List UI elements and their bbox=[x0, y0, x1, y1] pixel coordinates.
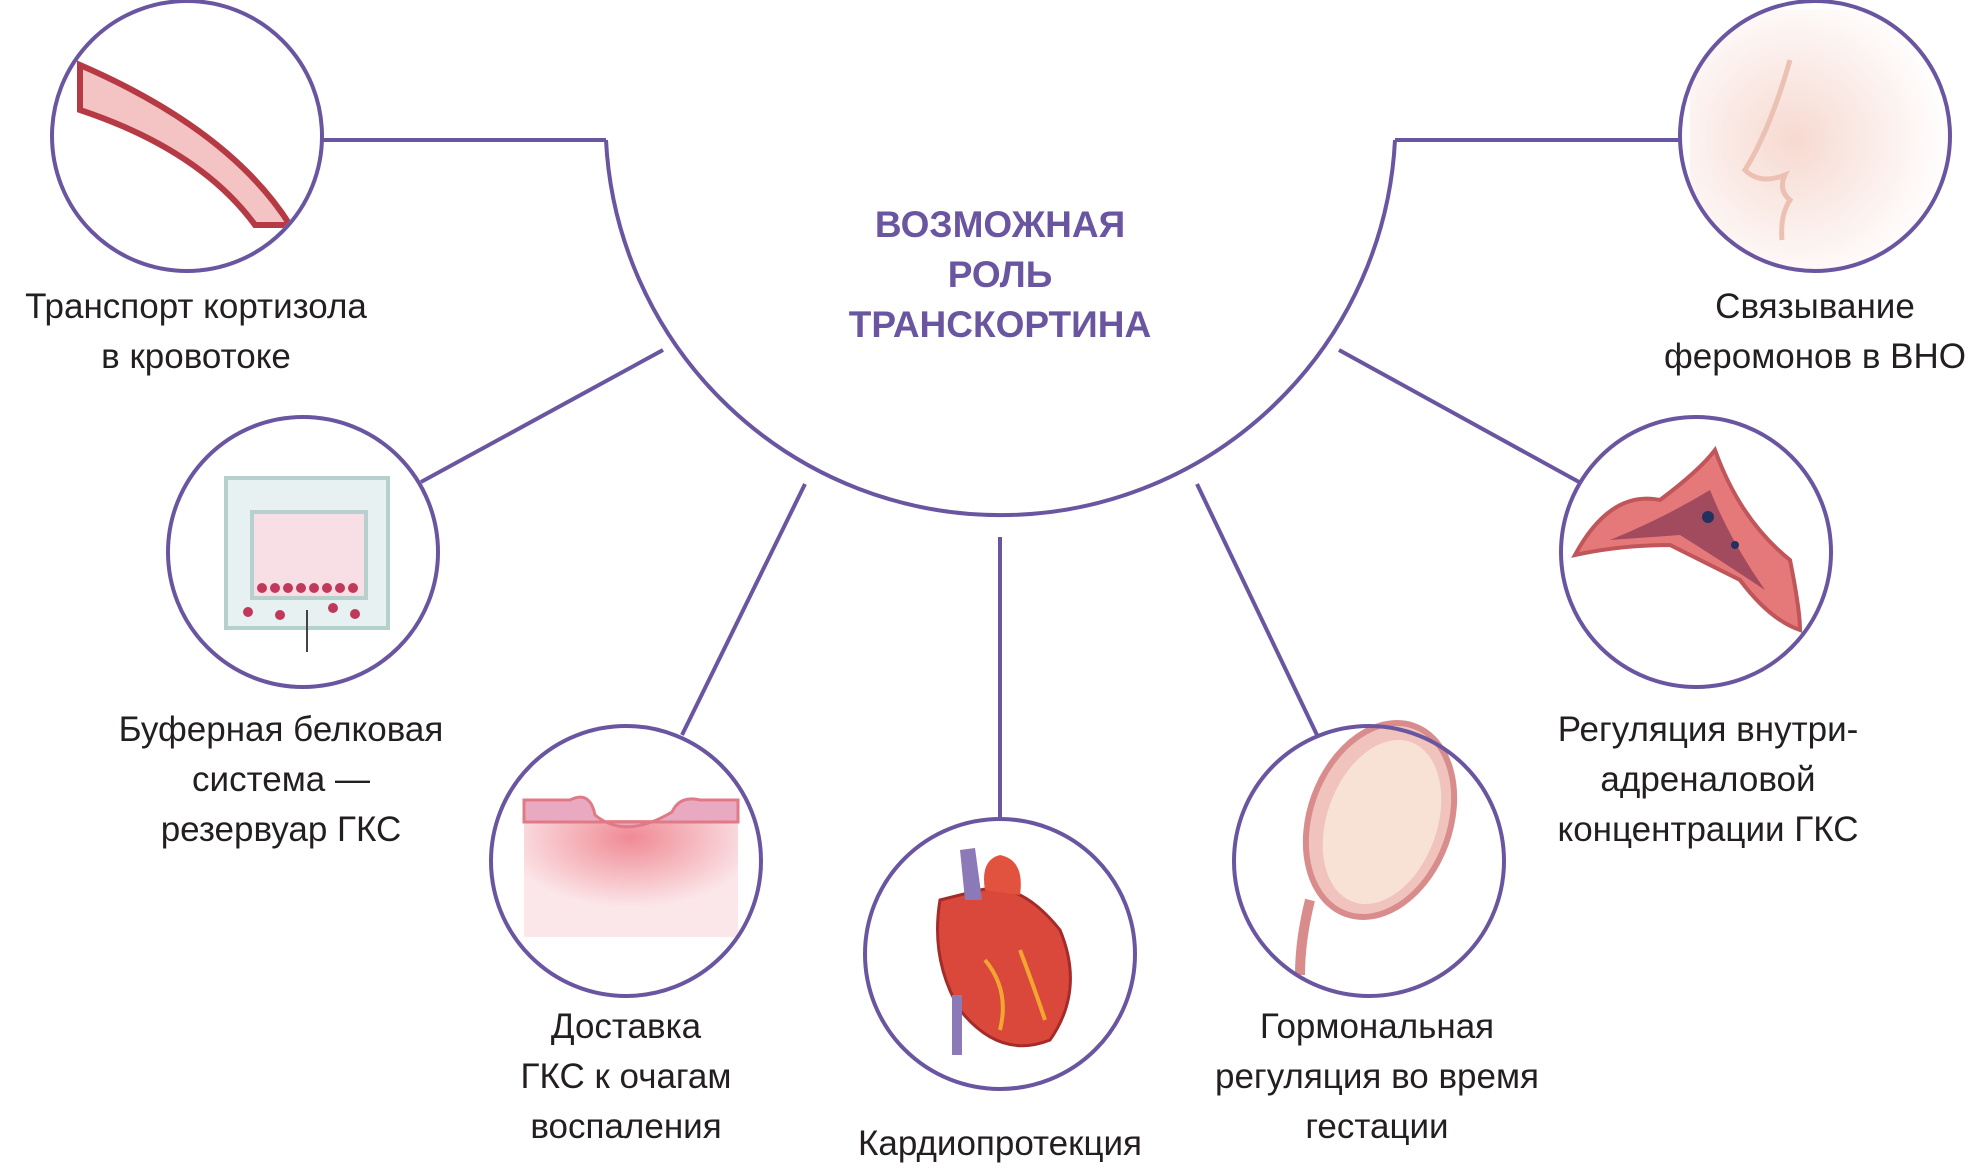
label-line: ГКС к очагам bbox=[520, 1057, 732, 1096]
connector-adrenal bbox=[1338, 348, 1580, 484]
label-adrenal: Регуляция внутри- адреналовой концентрац… bbox=[1557, 705, 1858, 855]
node-circle-inflammation bbox=[489, 724, 763, 998]
node-circle-heart bbox=[863, 817, 1137, 1091]
label-line: гестации bbox=[1305, 1107, 1449, 1146]
connector-fetus bbox=[1195, 483, 1319, 736]
node-circle-fetus bbox=[1232, 724, 1506, 998]
central-title: ВОЗМОЖНАЯ РОЛЬ ТРАНСКОРТИНА bbox=[849, 200, 1151, 350]
node-circle-transwell bbox=[166, 415, 440, 689]
label-line: Гормональная bbox=[1259, 1007, 1495, 1046]
label-blood-vessel: Транспорт кортизола в кровотоке bbox=[25, 282, 367, 382]
label-line: Транспорт кортизола bbox=[25, 287, 367, 326]
nose-icon bbox=[1690, 10, 1948, 269]
label-line: Связывание bbox=[1715, 287, 1915, 326]
node-circle-nose bbox=[1678, 0, 1952, 273]
adrenal-gland-icon bbox=[1571, 445, 1803, 633]
transwell-icon bbox=[224, 476, 390, 652]
node-circle-blood-vessel bbox=[50, 0, 324, 273]
label-line: феромонов в ВНО bbox=[1664, 337, 1966, 376]
label-line: резервуар ГКС bbox=[160, 810, 402, 849]
label-heart: Кардиопротекция bbox=[858, 1119, 1142, 1169]
label-line: воспаления bbox=[530, 1107, 722, 1146]
inflamed-tissue-icon bbox=[522, 795, 740, 937]
label-line: концентрации ГКС bbox=[1557, 810, 1859, 849]
connector-transwell bbox=[420, 348, 664, 484]
label-line: в кровотоке bbox=[101, 337, 291, 376]
blood-vessel-icon bbox=[77, 60, 296, 228]
title-line: ВОЗМОЖНАЯ bbox=[874, 204, 1126, 245]
label-line: система — bbox=[192, 760, 370, 799]
label-nose: Связывание феромонов в ВНО bbox=[1664, 282, 1966, 382]
label-line: адреналовой bbox=[1600, 760, 1816, 799]
label-line: Буферная белковая bbox=[118, 710, 444, 749]
label-inflammation: Доставка ГКС к очагам воспаления bbox=[521, 1002, 732, 1152]
central-semicircle bbox=[604, 139, 1397, 518]
heart-icon bbox=[936, 848, 1072, 1055]
label-line: регуляция во время bbox=[1214, 1057, 1540, 1096]
connector-inflammation bbox=[680, 483, 807, 736]
label-line: Кардиопротекция bbox=[857, 1124, 1143, 1163]
label-line: Регуляция внутри- bbox=[1557, 710, 1859, 749]
label-fetus: Гормональная регуляция во время гестации bbox=[1215, 1002, 1539, 1152]
fetus-in-uterus-icon bbox=[1295, 720, 1458, 976]
label-transwell: Буферная белковая система — резервуар ГК… bbox=[119, 705, 444, 855]
title-line: РОЛЬ bbox=[947, 254, 1053, 295]
node-circle-adrenal bbox=[1559, 415, 1833, 689]
label-line: Доставка bbox=[550, 1007, 702, 1046]
title-line: ТРАНСКОРТИНА bbox=[848, 304, 1152, 345]
